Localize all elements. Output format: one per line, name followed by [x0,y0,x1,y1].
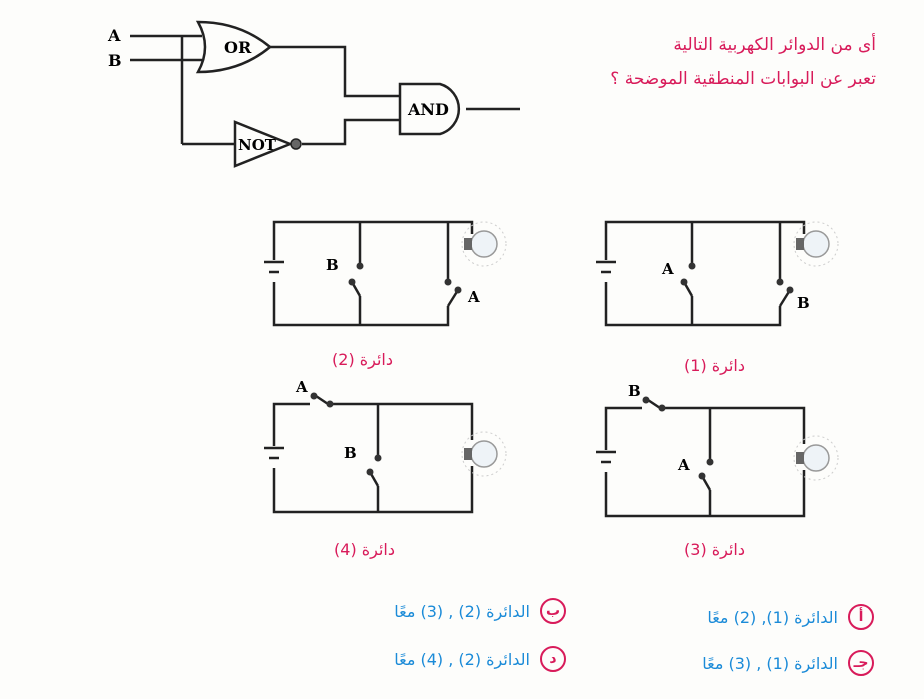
circuit-2-switch-b-label: B [326,256,339,274]
or-gate-label: OR [224,38,252,57]
circuit-2-caption: دائرة (2) [332,350,393,369]
logic-input-b-label: B [108,51,122,70]
circuit-3: B A [596,382,839,518]
option-b[interactable]: ب الدائرة (2) , (3) معًا [394,598,566,624]
option-d-text: الدائرة (2) , (4) معًا [394,649,530,669]
circuit-3-switch-a-label: A [677,456,690,474]
option-a-badge: أ [848,604,874,630]
lamp-icon [461,221,507,267]
logic-input-a-label: A [107,26,121,45]
circuit-1-switch-b-label: B [797,294,810,312]
option-b-text: الدائرة (2) , (3) معًا [394,601,530,621]
question-text: أى من الدوائر الكهربية التالية تعبر عن ا… [516,28,876,96]
circuit-4-caption: دائرة (4) [334,540,395,559]
lamp-icon [461,431,507,477]
option-a[interactable]: أ الدائرة (1), (2) معًا [707,604,874,630]
option-d[interactable]: د الدائرة (2) , (4) معًا [394,646,566,672]
circuit-4-switch-a-label: A [295,378,308,396]
circuit-4-switch-b-label: B [344,444,357,462]
circuit-2-switch-a-label: A [467,288,480,306]
question-line-1: أى من الدوائر الكهربية التالية [673,35,876,55]
option-c-text: الدائرة (1) , (3) معًا [702,653,838,673]
logic-gate-diagram: A B OR NOT AND [107,20,520,168]
option-b-badge: ب [540,598,566,624]
circuit-3-switch-b-label: B [628,382,641,400]
not-gate-label: NOT [238,136,277,154]
lamp-icon [793,221,839,267]
question-line-2: تعبر عن البوابات المنطقية الموضحة ؟ [610,69,876,89]
circuit-1: A B [596,220,839,327]
circuit-1-switch-a-label: A [661,260,674,278]
option-d-badge: د [540,646,566,672]
option-c[interactable]: جـ الدائرة (1) , (3) معًا [702,650,874,676]
and-gate-label: AND [407,100,449,119]
circuit-3-caption: دائرة (3) [684,540,745,559]
circuit-2: B A [264,220,507,327]
lamp-icon [793,435,839,481]
option-c-badge: جـ [848,650,874,676]
circuit-4: A B [264,378,507,514]
circuit-1-caption: دائرة (1) [684,356,745,375]
option-a-text: الدائرة (1), (2) معًا [707,607,838,627]
